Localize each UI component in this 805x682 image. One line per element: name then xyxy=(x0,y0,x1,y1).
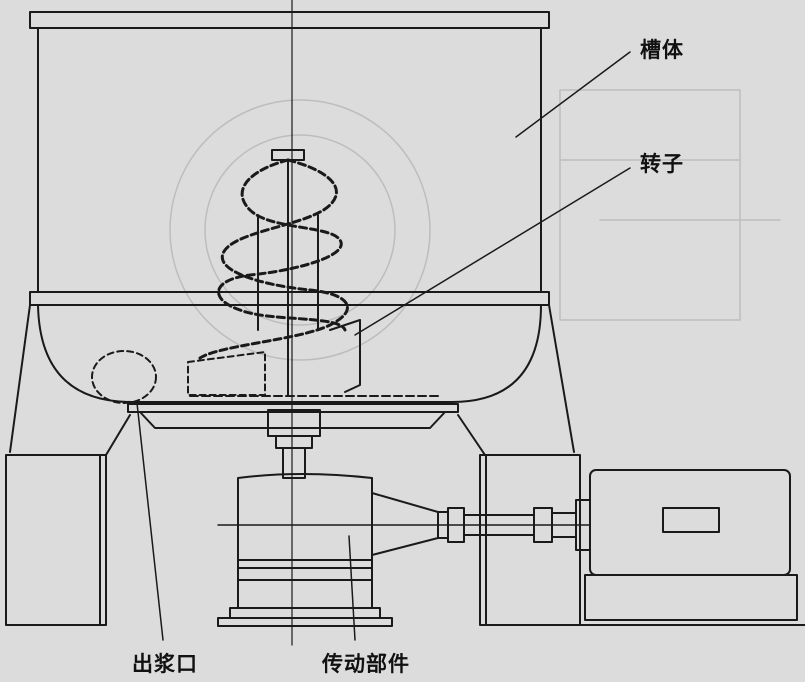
leader-transmission xyxy=(348,535,356,641)
tank-top-rim xyxy=(29,11,550,29)
left-base-leg xyxy=(5,454,107,626)
tank-bottom-bowl xyxy=(37,304,542,403)
label-rotor: 转子 xyxy=(640,152,684,176)
gear-cone xyxy=(371,492,439,556)
transmission-unit xyxy=(217,473,591,627)
leader-rotor xyxy=(354,167,631,336)
rotor xyxy=(187,149,441,397)
background-blueprint xyxy=(169,89,781,361)
bottom-plate xyxy=(127,403,459,479)
main-shaft xyxy=(282,447,306,479)
label-tank-body: 槽体 xyxy=(640,38,684,62)
label-slurry-outlet: 出浆口 xyxy=(132,652,198,676)
leader-lines xyxy=(136,51,631,641)
support-frame xyxy=(5,304,581,626)
tank-body xyxy=(29,11,550,403)
label-transmission: 传动部件 xyxy=(322,652,410,676)
motor-body xyxy=(589,469,791,576)
motor-base xyxy=(584,574,798,621)
motor xyxy=(575,469,805,626)
motor-nameplate xyxy=(662,507,720,533)
leader-tank-body xyxy=(515,51,631,138)
leader-slurry-outlet xyxy=(136,402,164,641)
tank-mid-flange xyxy=(29,291,550,306)
right-base-leg xyxy=(479,454,581,626)
slurry-outlet-marker xyxy=(91,350,157,404)
